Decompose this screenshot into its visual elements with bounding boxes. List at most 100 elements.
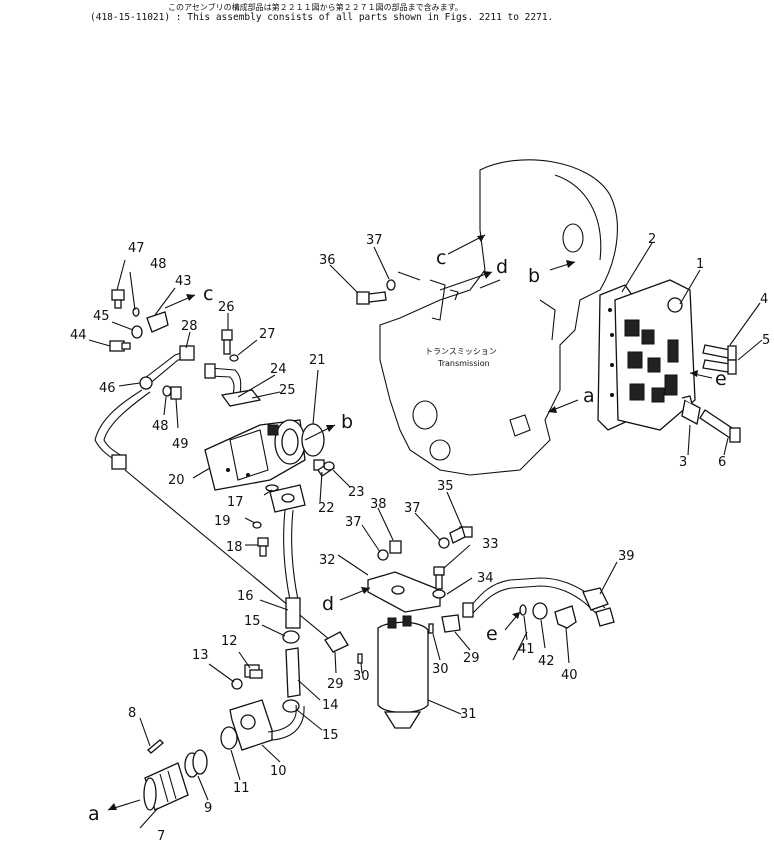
gasket-25	[220, 389, 262, 407]
washer-48a	[132, 307, 140, 317]
callout-15b: 15	[322, 728, 339, 743]
callout-34: 34	[477, 571, 494, 586]
bolt-44	[109, 340, 131, 352]
callout-45: 45	[93, 309, 110, 324]
callout-28: 28	[181, 319, 198, 334]
o-ring-41	[519, 604, 527, 616]
callout-27: 27	[259, 327, 276, 342]
callout-14: 14	[322, 698, 339, 713]
callout-17: 17	[227, 495, 244, 510]
transmission-housing	[379, 159, 618, 476]
ref-c-transmission: c	[436, 247, 446, 269]
bolt-47	[111, 289, 125, 309]
pump-assembly-20	[204, 419, 306, 491]
header-japanese: このアセンブリの構成部品は第２２１１図から第２２７１図の部品まで含みます。	[168, 3, 463, 12]
transmission-label-jp: トランスミッション	[425, 347, 497, 356]
ref-d-transmission: d	[496, 256, 508, 278]
nut-38	[389, 540, 402, 554]
clamp-43	[146, 311, 169, 333]
transmission-label-en: Transmission	[437, 359, 490, 368]
ref-e-valve: e	[715, 368, 727, 390]
o-ring-30b	[428, 623, 434, 634]
tube-16	[283, 509, 301, 629]
callout-46: 46	[99, 381, 116, 396]
o-ring-11	[220, 726, 238, 750]
callouts: 1 2 3 4 5 6 7 8 9 10 11 12 13 14 15 15 1…	[70, 232, 770, 842]
callout-48b: 48	[152, 419, 169, 434]
bolt-36	[356, 291, 387, 305]
tube-39	[462, 577, 615, 627]
callout-43: 43	[175, 274, 192, 289]
callout-30a: 30	[353, 669, 370, 684]
callout-3: 3	[679, 455, 687, 470]
washer-45	[131, 325, 143, 339]
ref-e-tube: e	[486, 623, 498, 645]
callout-47: 47	[128, 241, 145, 256]
plug-12	[244, 664, 263, 679]
washer-27	[229, 354, 239, 362]
callout-2: 2	[648, 232, 656, 247]
callout-32: 32	[319, 553, 336, 568]
elbow-40	[554, 605, 577, 629]
callout-15a: 15	[244, 614, 261, 629]
callout-29b: 29	[463, 651, 480, 666]
washer-48b	[162, 385, 172, 397]
callout-13: 13	[192, 648, 209, 663]
callout-16: 16	[237, 589, 254, 604]
callout-44: 44	[70, 328, 87, 343]
callout-22: 22	[318, 501, 335, 516]
header-english: (418-15-11021) : This assembly consists …	[90, 12, 554, 23]
rod-8	[147, 739, 164, 754]
callout-39: 39	[618, 549, 635, 564]
callout-41: 41	[518, 642, 535, 657]
callout-1: 1	[696, 257, 704, 272]
callout-9: 9	[204, 801, 212, 816]
bolt-3	[681, 395, 701, 425]
callout-25: 25	[279, 383, 296, 398]
flange-17	[269, 484, 306, 513]
callout-40: 40	[561, 668, 578, 683]
callout-48a: 48	[150, 257, 167, 272]
callout-30b: 30	[432, 662, 449, 677]
bolt-18	[257, 537, 269, 557]
fitting-29b	[441, 614, 461, 633]
bolt-4	[702, 344, 737, 361]
callout-49: 49	[172, 437, 189, 452]
ref-a-transmission: a	[583, 385, 595, 407]
callout-4: 4	[760, 292, 768, 307]
ref-b-transmission: b	[528, 265, 540, 287]
callout-38: 38	[370, 497, 387, 512]
callout-37c: 37	[366, 233, 383, 248]
callout-24: 24	[270, 362, 287, 377]
callout-5: 5	[762, 333, 770, 348]
callout-10: 10	[270, 764, 287, 779]
callout-11: 11	[233, 781, 250, 796]
callout-19: 19	[214, 514, 231, 529]
washer-19	[252, 521, 262, 529]
leader-lines	[88, 242, 763, 829]
callout-33: 33	[482, 537, 499, 552]
washer-23	[323, 461, 335, 471]
clamp-15a	[282, 630, 300, 644]
callout-42: 42	[538, 654, 555, 669]
hose-14	[285, 647, 301, 698]
control-valve-body	[614, 279, 696, 431]
bolt-26	[221, 329, 233, 355]
callout-31: 31	[460, 707, 477, 722]
tube-line-left	[94, 345, 195, 470]
gasket-17b	[265, 484, 279, 492]
bracket-32	[367, 571, 441, 613]
ref-letters: a a b b c c d d e e	[88, 247, 727, 825]
filter-element-31	[377, 645, 429, 729]
washer-37c	[386, 279, 396, 291]
callout-26: 26	[218, 300, 235, 315]
bolt-35	[449, 526, 473, 544]
callout-12: 12	[221, 634, 238, 649]
callout-35: 35	[437, 479, 454, 494]
bolt-33	[433, 566, 445, 590]
ref-d-filter: d	[322, 593, 334, 615]
washer-37a	[377, 549, 389, 561]
nut-42	[532, 602, 548, 620]
callout-36: 36	[319, 253, 336, 268]
washer-37b	[438, 537, 450, 549]
